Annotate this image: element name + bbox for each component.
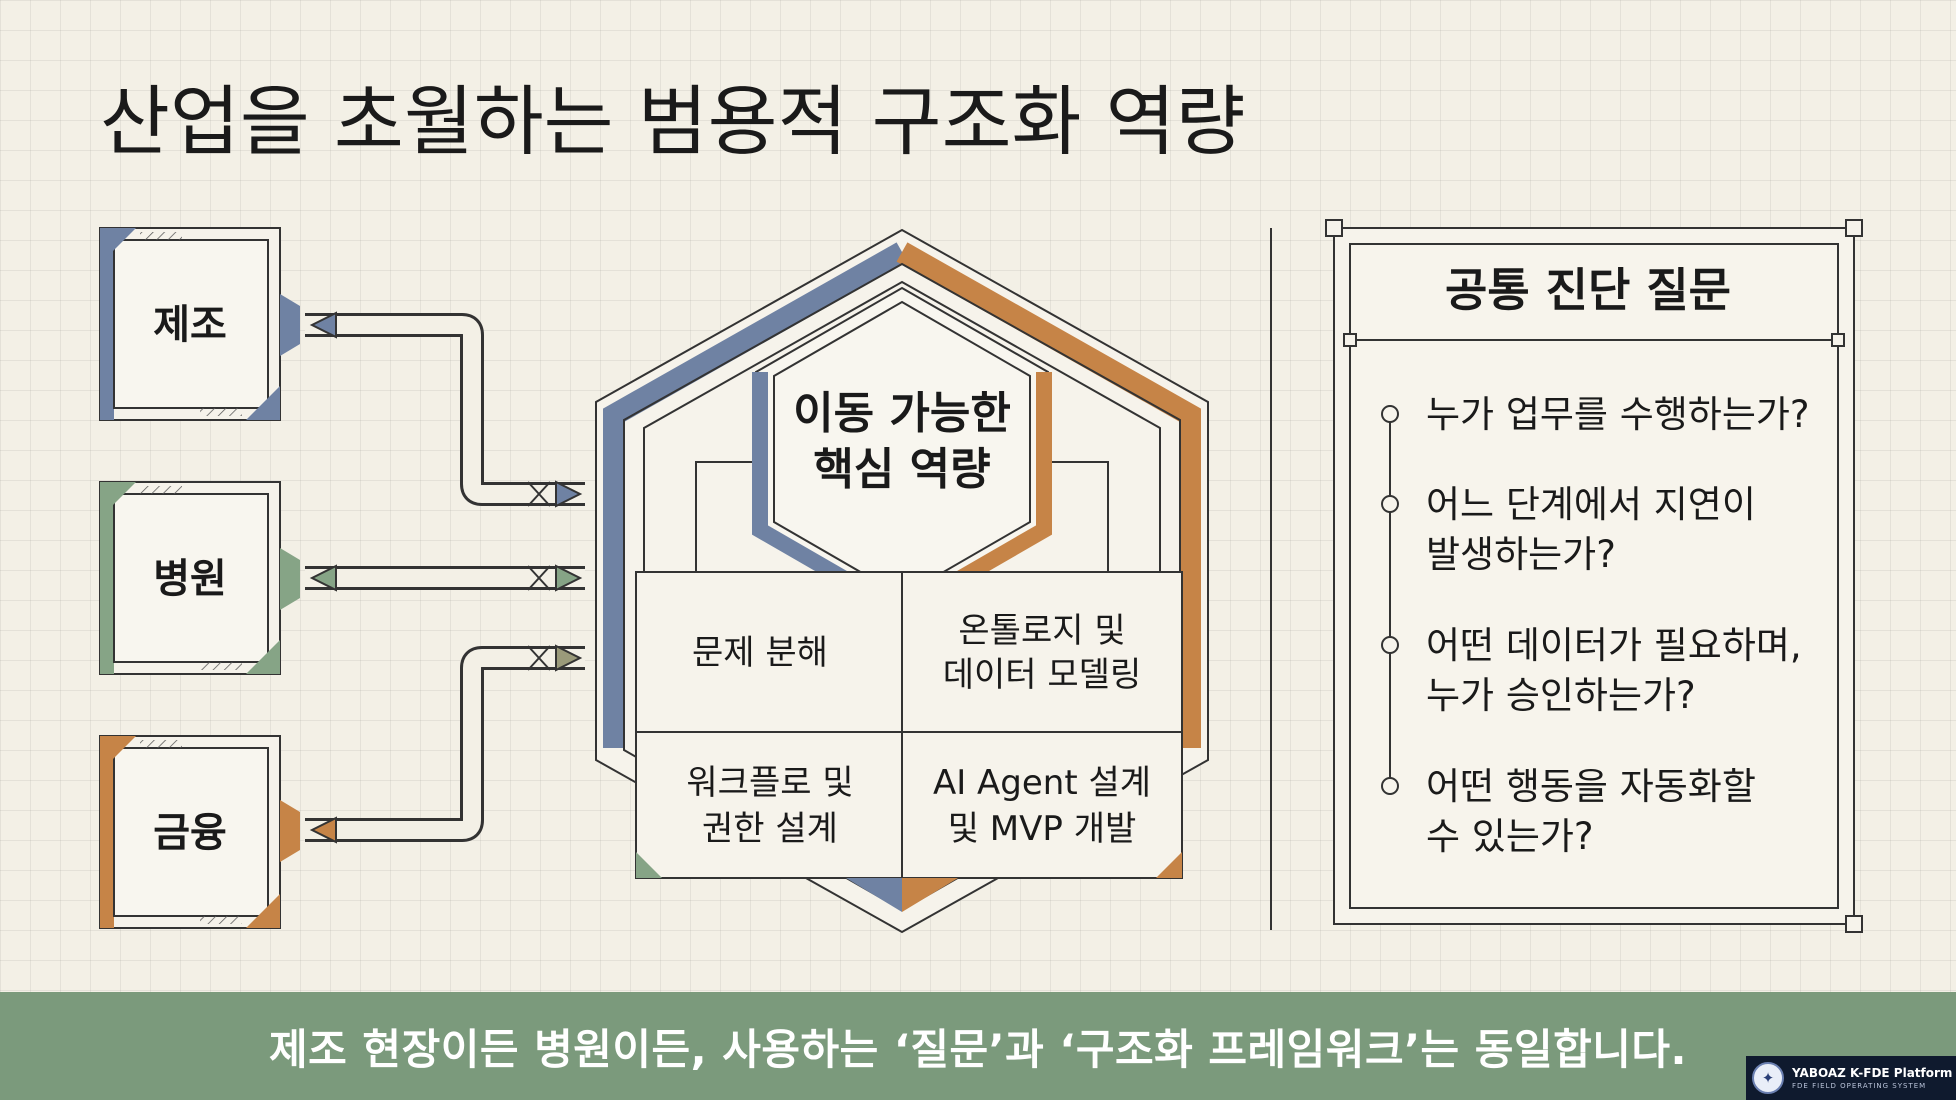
core-hexagon: 이동 가능한 핵심 역량 문제 분해 온톨로지 및 데이터 모델링 워크플로 및… <box>595 228 1209 934</box>
question-1: 누가 업무를 수행하는가? <box>1426 393 1810 436</box>
capability-workflow-line2: 권한 설계 <box>702 809 838 849</box>
question-bullet <box>1381 636 1399 654</box>
connector-arrows <box>309 311 583 844</box>
industry-label-finance: 금융 <box>153 810 227 856</box>
core-label-line1: 이동 가능한 <box>793 388 1011 439</box>
question-bullet <box>1381 405 1399 423</box>
question-3-line1: 어떤 데이터가 필요하며, <box>1426 624 1802 667</box>
question-3-line2: 누가 승인하는가? <box>1426 674 1696 717</box>
logo-emblem-icon: ✦ <box>1752 1062 1784 1094</box>
capability-workflow-line1: 워크플로 및 <box>686 763 853 803</box>
page-title: 산업을 초월하는 범용적 구조화 역량 <box>100 77 1245 166</box>
summary-banner: 제조 현장이든 병원이든, 사용하는 ‘질문’과 ‘구조화 프레임워크’는 동일… <box>0 992 1956 1100</box>
capability-agent-line1: AI Agent 설계 <box>933 763 1151 803</box>
connector-top <box>305 313 585 506</box>
capability-problem-decomposition: 문제 분해 <box>692 633 828 673</box>
platform-logo: ✦ YABOAZ K-FDE Platform FDE FIELD OPERAT… <box>1746 1056 1956 1100</box>
question-2-line1: 어느 단계에서 지연이 <box>1426 483 1756 526</box>
industry-box-hospital: 병원 <box>99 481 300 675</box>
industry-box-manufacturing: 제조 <box>99 227 300 421</box>
question-bullet <box>1381 777 1399 795</box>
question-bullet <box>1381 495 1399 513</box>
capability-ontology-line1: 온톨로지 및 <box>958 611 1125 651</box>
capability-agent-line2: 및 MVP 개발 <box>948 809 1137 849</box>
logo-name: YABOAZ K-FDE Platform <box>1792 1065 1953 1080</box>
question-4-line2: 수 있는가? <box>1426 815 1594 858</box>
capability-ontology-line2: 데이터 모델링 <box>943 655 1142 695</box>
industry-box-finance: 금융 <box>99 735 300 929</box>
diagnostic-panel: 공통 진단 질문 누가 업무를 수행하는가? 어느 단계에서 지연이 발생하는가… <box>1325 219 1863 933</box>
connector-bottom <box>305 646 585 842</box>
connector-lines <box>305 313 585 842</box>
core-label-line2: 핵심 역량 <box>813 444 990 495</box>
question-2-line2: 발생하는가? <box>1426 533 1616 576</box>
panel-title: 공통 진단 질문 <box>1445 263 1731 317</box>
industry-label-hospital: 병원 <box>153 556 227 602</box>
question-4-line1: 어떤 행동을 자동화할 <box>1426 765 1756 808</box>
industry-label-manufacturing: 제조 <box>153 302 227 348</box>
logo-subtitle: FDE FIELD OPERATING SYSTEM <box>1792 1081 1927 1090</box>
